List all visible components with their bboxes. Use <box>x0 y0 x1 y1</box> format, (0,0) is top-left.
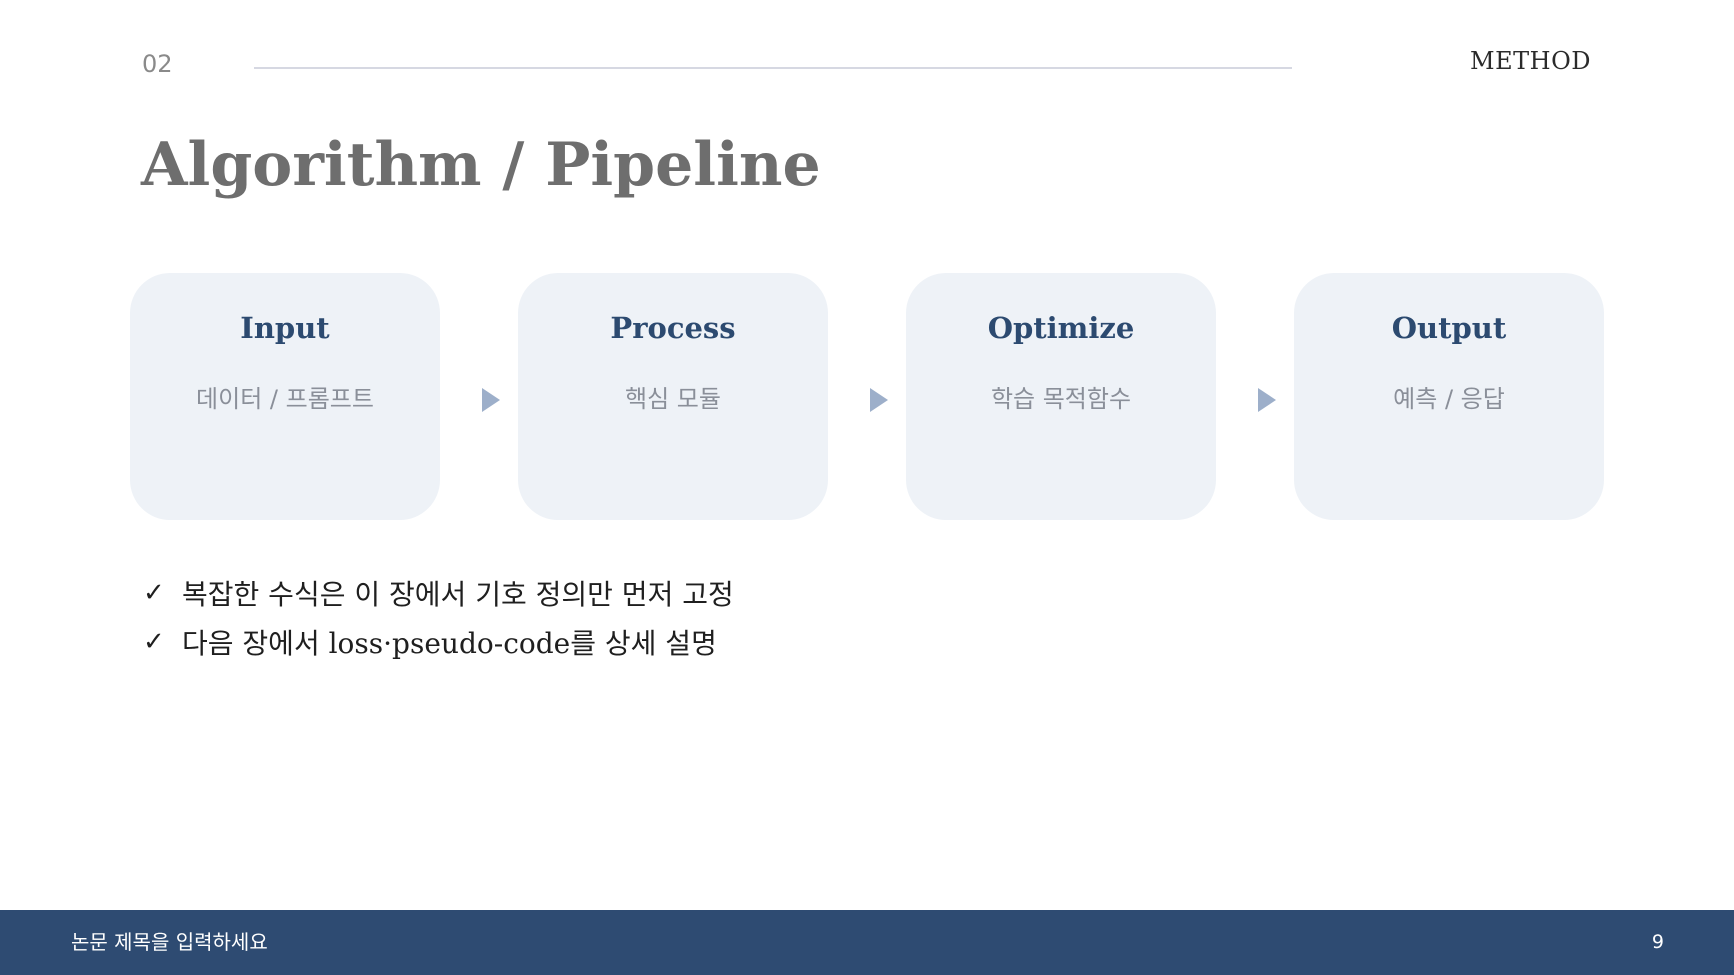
step-input-box: Input 데이터 / 프롬프트 <box>130 273 440 520</box>
slide-title: Algorithm / Pipeline <box>141 130 821 200</box>
arrow-right-icon <box>870 388 888 412</box>
bullet-list: ✓ 복잡한 수식은 이 장에서 기호 정의만 먼저 고정 ✓ 다음 장에서 lo… <box>143 568 734 666</box>
header-divider <box>254 67 1292 69</box>
section-number: 02 <box>142 50 173 78</box>
step-title: Optimize <box>987 311 1135 345</box>
step-optimize-box: Optimize 학습 목적함수 <box>906 273 1216 520</box>
footer-paper-title: 논문 제목을 입력하세요 <box>71 930 268 954</box>
arrow-right-icon <box>1258 388 1276 412</box>
bullet-text: 다음 장에서 loss·pseudo-code를 상세 설명 <box>182 626 717 660</box>
step-description: 학습 목적함수 <box>990 385 1132 413</box>
step-title: Input <box>240 311 330 345</box>
arrow-right-icon <box>482 388 500 412</box>
checkmark-icon: ✓ <box>143 626 165 657</box>
step-process-box: Process 핵심 모듈 <box>518 273 828 520</box>
page-number: 9 <box>1651 931 1664 953</box>
bullet-text: 복잡한 수식은 이 장에서 기호 정의만 먼저 고정 <box>182 577 734 611</box>
checkmark-icon: ✓ <box>143 577 165 608</box>
step-description: 예측 / 응답 <box>1393 385 1505 413</box>
step-output-box: Output 예측 / 응답 <box>1294 273 1604 520</box>
pipeline-steps: Input 데이터 / 프롬프트 Process 핵심 모듈 Optimize … <box>130 273 1604 520</box>
step-description: 데이터 / 프롬프트 <box>196 385 374 413</box>
step-title: Output <box>1391 311 1507 345</box>
footer-bar: 논문 제목을 입력하세요 9 <box>0 910 1734 975</box>
section-name: METHOD <box>1470 47 1591 75</box>
list-item: ✓ 다음 장에서 loss·pseudo-code를 상세 설명 <box>143 617 734 666</box>
list-item: ✓ 복잡한 수식은 이 장에서 기호 정의만 먼저 고정 <box>143 568 734 617</box>
step-title: Process <box>610 311 736 345</box>
step-description: 핵심 모듈 <box>625 385 721 413</box>
